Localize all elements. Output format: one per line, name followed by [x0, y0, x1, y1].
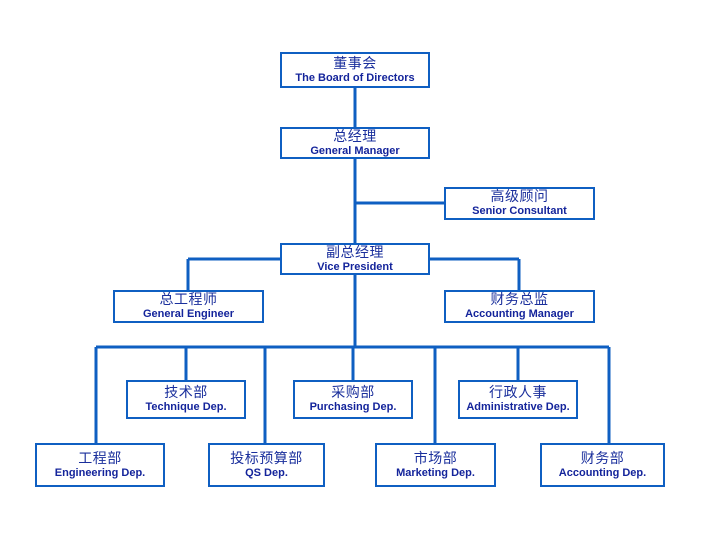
node-general-manager[interactable]: 总经理 General Manager [280, 127, 430, 159]
node-label-en: Purchasing Dep. [309, 401, 397, 414]
node-label-cn: 总经理 [333, 127, 377, 144]
node-label-cn: 技术部 [164, 384, 208, 401]
node-administrative-dep[interactable]: 行政人事 Administrative Dep. [458, 380, 578, 419]
node-vice-president[interactable]: 副总经理 Vice President [280, 243, 430, 275]
node-label-en: QS Dep. [245, 466, 288, 479]
node-label-cn: 副总经理 [326, 243, 384, 260]
node-label-en: Engineering Dep. [54, 466, 146, 479]
node-label-en: Vice President [317, 260, 393, 273]
node-accounting-manager[interactable]: 财务总监 Accounting Manager [444, 290, 595, 323]
node-label-cn: 高级顾问 [490, 188, 549, 205]
node-purchasing-dep[interactable]: 采购部 Purchasing Dep. [293, 380, 413, 419]
node-label-en: The Board of Directors [295, 71, 415, 84]
node-label-en: Accounting Dep. [558, 466, 647, 479]
node-label-cn: 行政人事 [489, 384, 547, 401]
node-label-en: General Engineer [142, 308, 235, 321]
node-label-cn: 总工程师 [159, 291, 218, 308]
node-label-cn: 董事会 [333, 54, 377, 71]
node-label-en: General Manager [310, 144, 400, 157]
node-label-en: Marketing Dep. [396, 466, 475, 479]
node-engineering-dep[interactable]: 工程部 Engineering Dep. [35, 443, 165, 487]
node-board-of-directors[interactable]: 董事会 The Board of Directors [280, 52, 430, 88]
node-label-cn: 采购部 [331, 384, 375, 401]
node-marketing-dep[interactable]: 市场部 Marketing Dep. [375, 443, 496, 487]
node-label-cn: 市场部 [413, 449, 458, 466]
node-qs-dep[interactable]: 投标预算部 QS Dep. [208, 443, 325, 487]
node-label-en: Senior Consultant [472, 205, 567, 218]
node-label-cn: 工程部 [78, 449, 122, 466]
node-label-cn: 财务总监 [490, 291, 549, 308]
node-label-en: Accounting Manager [465, 308, 574, 321]
node-label-cn: 财务部 [580, 449, 625, 466]
node-accounting-dep[interactable]: 财务部 Accounting Dep. [540, 443, 665, 487]
node-senior-consultant[interactable]: 高级顾问 Senior Consultant [444, 187, 595, 220]
node-label-cn: 投标预算部 [230, 449, 303, 466]
node-label-en: Technique Dep. [145, 401, 227, 414]
node-technique-dep[interactable]: 技术部 Technique Dep. [126, 380, 246, 419]
node-general-engineer[interactable]: 总工程师 General Engineer [113, 290, 264, 323]
node-label-en: Administrative Dep. [466, 401, 570, 414]
